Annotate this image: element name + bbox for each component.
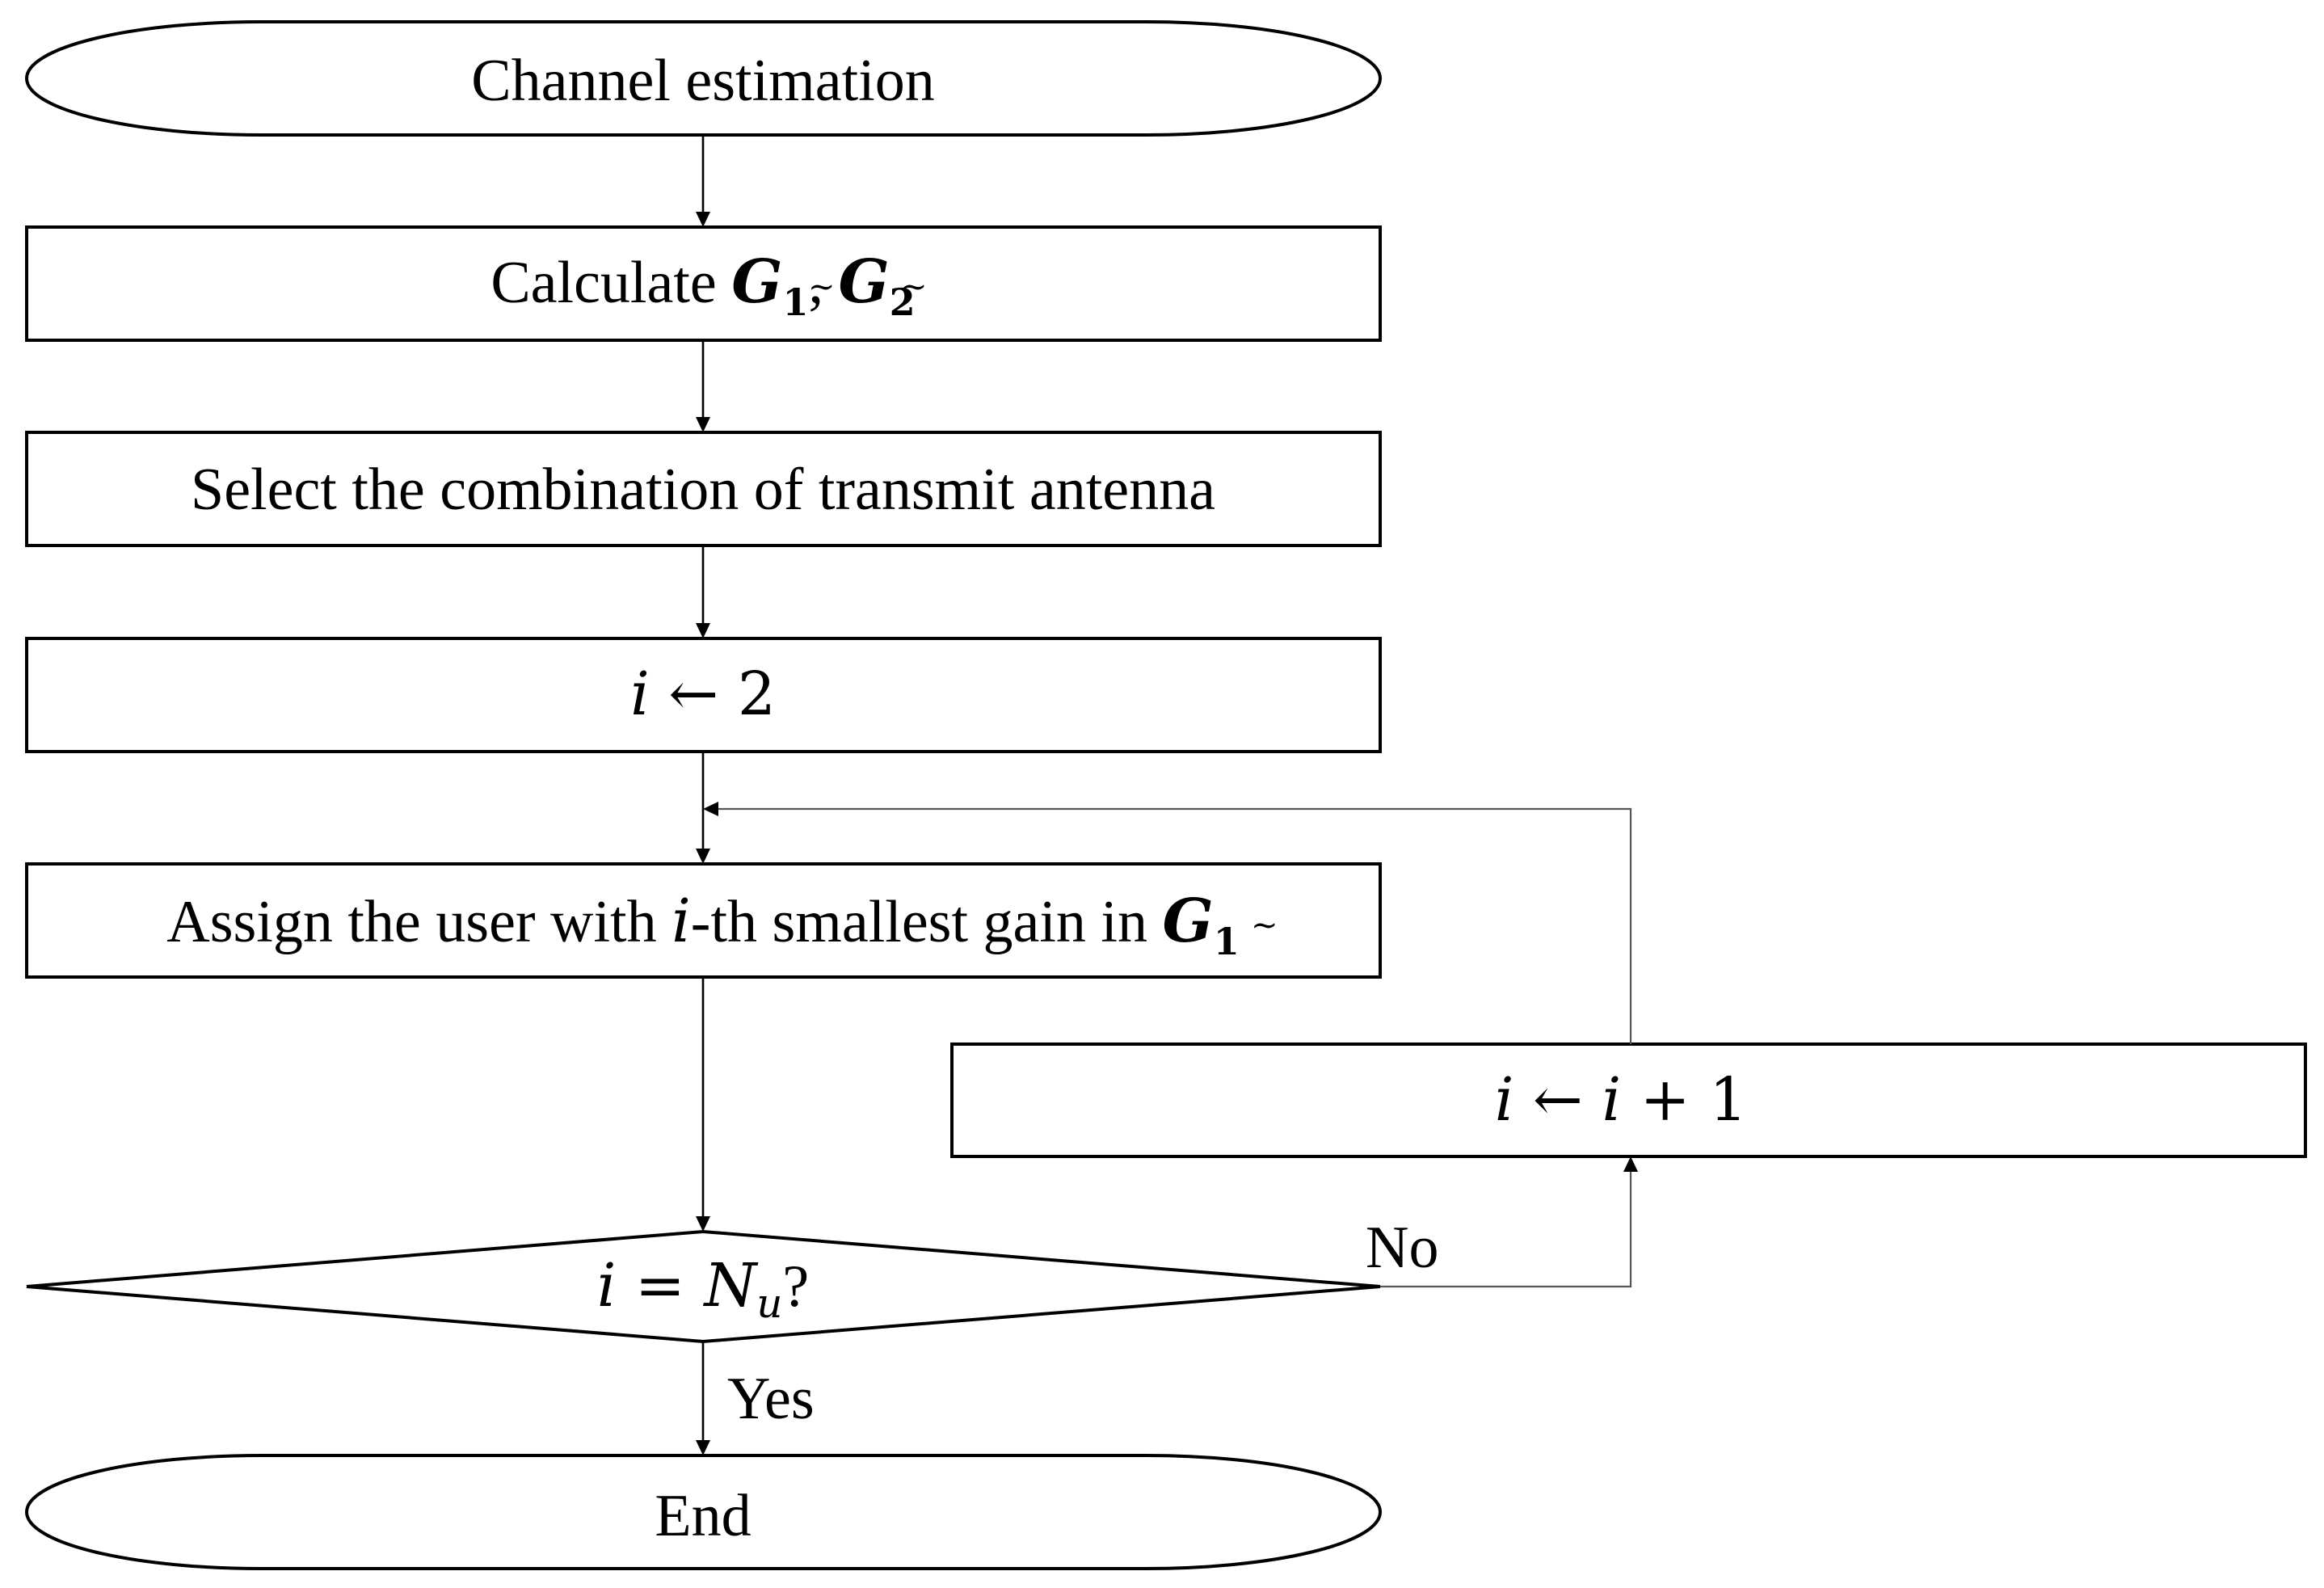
arrow-yes-to-end xyxy=(696,1342,710,1455)
calculate-separator: , xyxy=(808,250,838,316)
g-subscript-1: 1 xyxy=(782,280,808,324)
increment-op: + xyxy=(1621,1065,1709,1135)
calculate-process: Calculate G1, G2 ~ ~ xyxy=(25,225,1382,342)
decision-eq: = xyxy=(616,1251,704,1321)
arrow-no-to-increment xyxy=(1380,1156,1638,1288)
increment-label: i ← i + 1 xyxy=(1495,1065,1748,1135)
increment-process: i ← i + 1 xyxy=(950,1043,2307,1158)
decision-question: ? xyxy=(782,1253,809,1320)
tilde-3: ~ xyxy=(1251,907,1278,944)
end-label: End xyxy=(655,1483,751,1549)
calculate-label: Calculate G1, G2 xyxy=(490,247,915,324)
start-terminator: Channel estimation xyxy=(25,20,1382,137)
init-var: i xyxy=(630,659,650,729)
assign-var: i xyxy=(672,887,691,956)
init-process: i ← 2 xyxy=(25,637,1382,753)
assign-g-subscript: 1 xyxy=(1214,920,1240,963)
assign-process: Assign the user with i-th smallest gain … xyxy=(25,862,1382,979)
tilde-1: ~ xyxy=(808,268,836,305)
arrow-assign-to-decision xyxy=(696,977,710,1232)
start-label: Channel estimation xyxy=(471,48,934,114)
assign-prefix: Assign the user with xyxy=(166,889,672,955)
decision-var: i xyxy=(597,1251,617,1321)
select-label: Select the combination of transmit anten… xyxy=(191,457,1215,523)
arrow-start-to-calc xyxy=(696,135,710,227)
end-terminator: End xyxy=(25,1454,1382,1570)
arrow-init-to-assign xyxy=(696,752,710,864)
arrow-calc-to-select xyxy=(696,340,710,432)
no-label: No xyxy=(1366,1215,1438,1281)
increment-arrow: ← xyxy=(1514,1065,1602,1135)
decision-label: i = Nu? xyxy=(597,1251,810,1327)
select-process: Select the combination of transmit anten… xyxy=(25,431,1382,547)
arrow-loop-back xyxy=(703,802,1632,1044)
tilde-2: ~ xyxy=(900,268,928,305)
init-value: 2 xyxy=(738,659,776,729)
g-symbol: G xyxy=(731,247,782,317)
assign-label: Assign the user with i-th smallest gain … xyxy=(166,887,1239,963)
g-symbol-2: G xyxy=(838,247,889,317)
init-label: i ← 2 xyxy=(630,659,776,729)
assign-suffix: -th smallest gain in xyxy=(691,889,1163,955)
increment-value: 1 xyxy=(1709,1065,1747,1135)
increment-var: i xyxy=(1495,1065,1514,1135)
yes-label: Yes xyxy=(727,1366,815,1432)
g-subscript-2: 2 xyxy=(890,280,916,324)
arrow-select-to-init xyxy=(696,545,710,638)
decision-diamond: i = Nu? xyxy=(26,1229,1381,1344)
calculate-prefix: Calculate xyxy=(490,250,731,316)
decision-n-symbol: N xyxy=(702,1251,758,1321)
init-arrow: ← xyxy=(650,659,738,729)
decision-n-subscript: u xyxy=(756,1280,782,1327)
assign-g-symbol: G xyxy=(1163,887,1214,956)
increment-var-2: i xyxy=(1602,1065,1621,1135)
